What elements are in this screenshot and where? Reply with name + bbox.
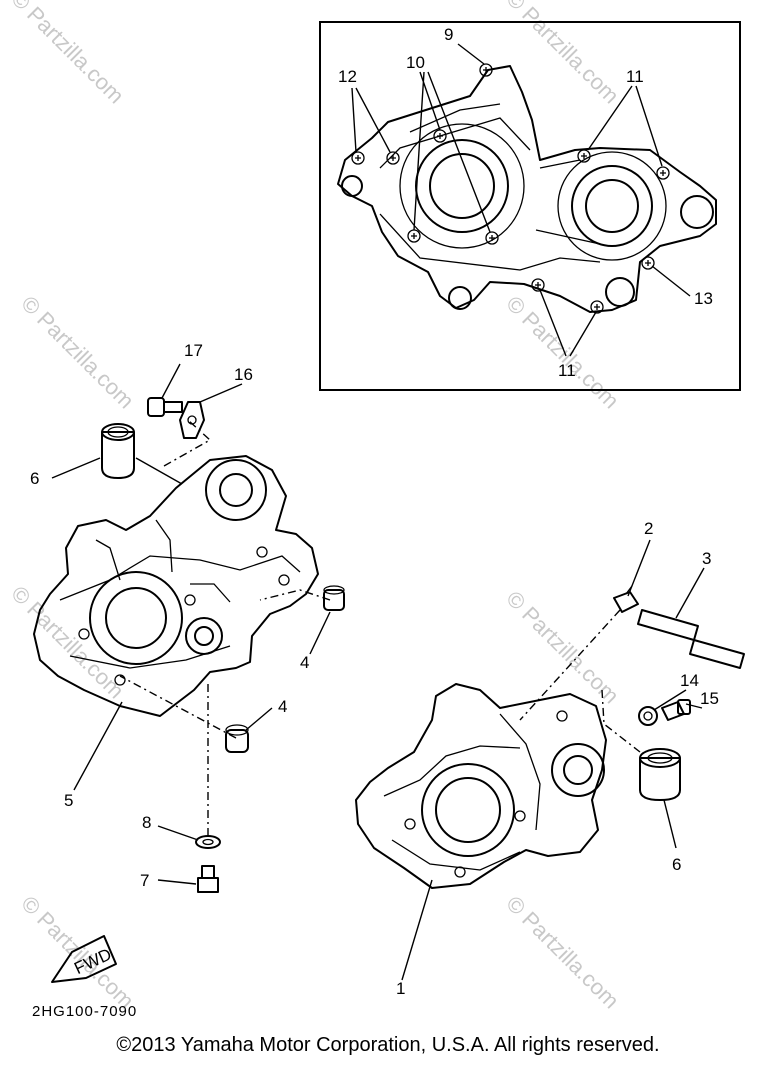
watermark-text: © Partzilla.com <box>501 0 624 108</box>
callout-17: 17 <box>184 341 203 360</box>
watermark-text: © Partzilla.com <box>501 291 624 414</box>
watermark-text: © Partzilla.com <box>501 891 624 1014</box>
watermark-text: © Partzilla.com <box>6 581 129 704</box>
inset-panel <box>319 21 741 391</box>
callout-8: 8 <box>142 813 151 832</box>
copyright-notice: ©2013 Yamaha Motor Corporation, U.S.A. A… <box>116 1034 660 1056</box>
callout-3: 3 <box>702 549 711 568</box>
left-crankcase-half <box>33 455 319 717</box>
leader-lines <box>51 363 705 981</box>
callout-5: 5 <box>64 791 73 810</box>
drain-bolt <box>197 865 219 893</box>
bolt-small <box>661 699 691 721</box>
washer-small <box>638 706 658 726</box>
collar-upper <box>323 585 345 611</box>
callout-6-left: 6 <box>30 469 39 488</box>
washer <box>195 835 221 849</box>
watermark-group: © Partzilla.com © Partzilla.com © Partzi… <box>6 0 624 1013</box>
callout-7: 7 <box>140 871 149 890</box>
callout-9: 9 <box>444 25 453 44</box>
bolt-markers <box>351 63 670 314</box>
right-crankcase-half <box>355 683 607 889</box>
diagram-code: 2HG100-7090 <box>32 1003 137 1020</box>
callout-10: 10 <box>406 53 425 72</box>
callout-1: 1 <box>396 979 405 998</box>
pipe-pair <box>637 609 745 669</box>
callout-2: 2 <box>644 519 653 538</box>
callout-11-top: 11 <box>626 67 644 86</box>
callout-4-lower: 4 <box>278 697 287 716</box>
callout-12: 12 <box>338 67 357 86</box>
callout-15: 15 <box>700 689 719 708</box>
collar-lower <box>225 724 249 753</box>
breather-nipple <box>613 585 639 613</box>
dowel-pin-right <box>639 748 681 801</box>
dowel-pin-left <box>101 423 135 479</box>
watermark-text: © Partzilla.com <box>6 0 129 108</box>
watermark-text: © Partzilla.com <box>16 291 139 414</box>
callout-4-upper: 4 <box>300 653 309 672</box>
callout-labels: 9 10 12 11 13 11 17 16 6 2 3 4 14 15 4 5… <box>30 25 719 998</box>
callout-13: 13 <box>694 289 713 308</box>
callout-16: 16 <box>234 365 253 384</box>
callout-6-right: 6 <box>672 855 681 874</box>
gasket-plate <box>179 401 205 439</box>
plug-bolt <box>147 397 183 417</box>
callout-14: 14 <box>680 671 699 690</box>
callout-11-bottom: 11 <box>558 361 576 380</box>
watermark-text: © Partzilla.com <box>501 586 624 709</box>
watermark-text: © Partzilla.com <box>16 891 139 1014</box>
